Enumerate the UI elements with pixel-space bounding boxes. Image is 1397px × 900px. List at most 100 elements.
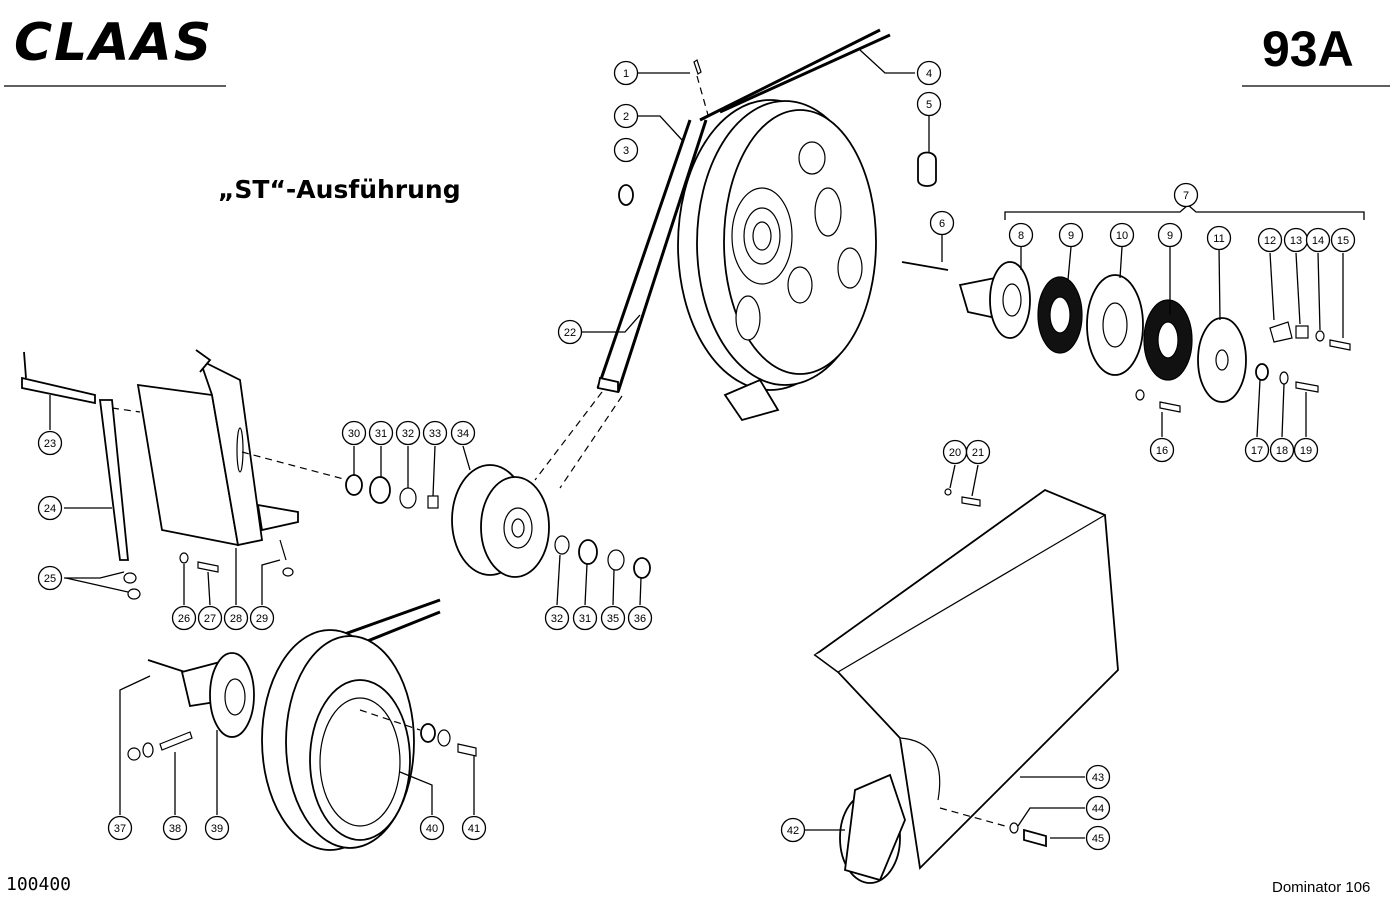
callout-circle [368, 420, 394, 446]
callout-41: 41 [461, 815, 487, 841]
pin-6 [901, 261, 949, 271]
bolt-29 [279, 539, 287, 561]
callout-label: 2 [623, 111, 629, 123]
bolt-23-head [23, 351, 27, 379]
callout-circle [1058, 222, 1084, 248]
callout-33: 33 [422, 420, 448, 446]
lower-pulley-40 [261, 629, 415, 851]
callout-1: 1 [613, 60, 639, 86]
belt-4-lower [719, 33, 891, 114]
bearing-31b [578, 539, 598, 565]
callout-7: 7 [1173, 182, 1199, 208]
callout-label: 1 [623, 68, 629, 80]
nut-37 [127, 747, 141, 761]
callout-label: 6 [939, 218, 945, 230]
callout-circle [1269, 437, 1295, 463]
callout-circle [572, 605, 598, 631]
callout-circle [461, 815, 487, 841]
callout-36: 36 [627, 605, 653, 631]
callout-label: 12 [1264, 235, 1276, 247]
callout-label: 38 [169, 823, 181, 835]
callout-13: 13 [1283, 227, 1309, 253]
callout-circle [544, 605, 570, 631]
callout-circle [37, 565, 63, 591]
callout-12: 12 [1257, 227, 1283, 253]
callout-39: 39 [204, 815, 230, 841]
callout-circle [1149, 437, 1175, 463]
belt-4-upper [699, 28, 881, 122]
callout-label: 31 [579, 613, 591, 625]
callout-label: 40 [426, 823, 438, 835]
callout-label: 29 [256, 613, 268, 625]
callout-label: 19 [1300, 445, 1312, 457]
belt-path-dash-2 [559, 395, 623, 489]
callout-circle [613, 137, 639, 163]
callout-circle [627, 605, 653, 631]
group-bracket-7 [1004, 204, 1365, 220]
callout-18: 18 [1269, 437, 1295, 463]
callout-circle [1085, 764, 1111, 790]
callout-3: 3 [613, 137, 639, 163]
sleeve-13 [1295, 325, 1309, 339]
callout-circle [1244, 437, 1270, 463]
washer-14 [1315, 330, 1325, 342]
callout-label: 7 [1183, 190, 1189, 202]
callout-label: 33 [429, 428, 441, 440]
cover-43 [813, 488, 1119, 870]
ring-32 [399, 487, 417, 509]
callout-circle [613, 60, 639, 86]
callout-22: 22 [557, 319, 583, 345]
claas-logo: CLAAS [14, 13, 213, 73]
callout-label: 5 [926, 99, 932, 111]
callout-24: 24 [37, 495, 63, 521]
callout-circle [204, 815, 230, 841]
callout-label: 9 [1068, 230, 1074, 242]
callout-circle [613, 103, 639, 129]
callout-circle [916, 91, 942, 117]
callout-42: 42 [780, 817, 806, 843]
callout-label: 17 [1251, 445, 1263, 457]
callout-27: 27 [197, 605, 223, 631]
callout-8: 8 [1008, 222, 1034, 248]
callout-circle [37, 495, 63, 521]
callout-label: 42 [787, 825, 799, 837]
callout-45: 45 [1085, 825, 1111, 851]
sleeve-33 [427, 495, 439, 509]
callout-circle [107, 815, 133, 841]
callout-28: 28 [223, 605, 249, 631]
callout-31: 31 [572, 605, 598, 631]
callout-10: 10 [1109, 222, 1135, 248]
callout-16: 16 [1149, 437, 1175, 463]
washer-18 [1279, 371, 1289, 385]
machine-model: Dominator 106 [1272, 879, 1370, 896]
callout-circle [422, 420, 448, 446]
callout-31: 31 [368, 420, 394, 446]
variant-title: „ST“-Ausführung [218, 175, 461, 204]
bolt-27 [197, 561, 219, 573]
idler-pulley-34 [451, 464, 550, 578]
callout-15: 15 [1330, 227, 1356, 253]
washer-35 [607, 549, 625, 571]
callout-11: 11 [1206, 225, 1232, 251]
page-number: 93A [1262, 21, 1354, 77]
callout-6: 6 [929, 210, 955, 236]
callout-circle [1157, 222, 1183, 248]
nut-17 [1255, 363, 1269, 381]
callout-label: 28 [230, 613, 242, 625]
callout-44: 44 [1085, 795, 1111, 821]
callout-label: 15 [1337, 235, 1349, 247]
callout-circle [1293, 437, 1319, 463]
callout-circle [916, 60, 942, 86]
callout-40: 40 [419, 815, 445, 841]
bolt-45 [1023, 828, 1047, 848]
callout-label: 9 [1167, 230, 1173, 242]
leader-lines [49, 49, 1344, 839]
callout-circle [419, 815, 445, 841]
washer-20 [944, 488, 952, 496]
callout-circle [450, 420, 476, 446]
callout-circle [162, 815, 188, 841]
callout-29: 29 [249, 605, 275, 631]
callout-label: 18 [1276, 445, 1288, 457]
